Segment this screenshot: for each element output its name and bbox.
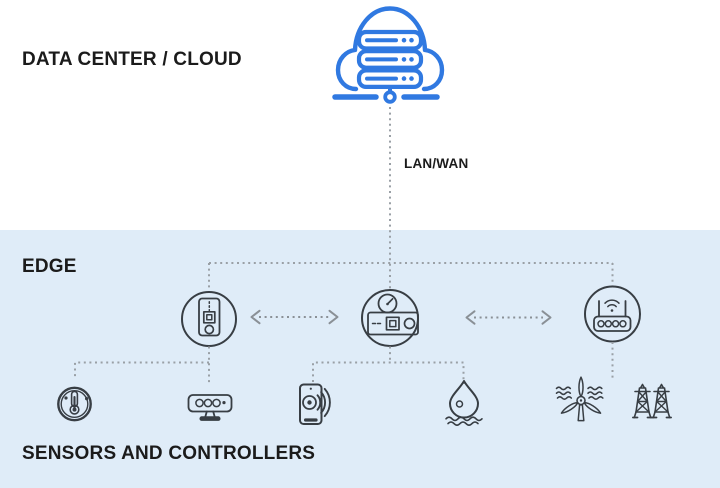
base-node — [383, 90, 397, 104]
branch-connector-middle — [312, 346, 465, 384]
branch-connector-left — [74, 346, 210, 383]
lan-wan-connector-label: LAN/WAN — [404, 156, 469, 171]
water-drop-icon — [445, 380, 483, 426]
sensors-zone-label: SENSORS AND CONTROLLERS — [22, 443, 316, 464]
data-center-zone-label: DATA CENTER / CLOUD — [22, 49, 242, 70]
power-transmission-towers-icon — [631, 383, 673, 419]
edge-trunk-connector — [208, 262, 614, 291]
peer-arrow-right — [465, 310, 552, 325]
server-rack — [356, 29, 424, 90]
edge-zone-background — [0, 230, 720, 488]
edge-appliance-gauge-icon — [361, 289, 419, 347]
iot-gateway-tower-icon — [181, 291, 237, 347]
wind-turbine-icon — [555, 376, 604, 422]
cloud-with-server-rack-icon — [332, 6, 445, 104]
smartphone-sound-icon — [299, 383, 331, 425]
cloud-outline — [335, 6, 445, 92]
peer-arrow-left — [250, 309, 339, 325]
edge-zone-label: EDGE — [22, 256, 77, 277]
thermometer-dial-icon — [57, 386, 92, 422]
wifi-router-icon — [584, 285, 641, 343]
camera-sensor-bar-icon — [187, 394, 233, 421]
